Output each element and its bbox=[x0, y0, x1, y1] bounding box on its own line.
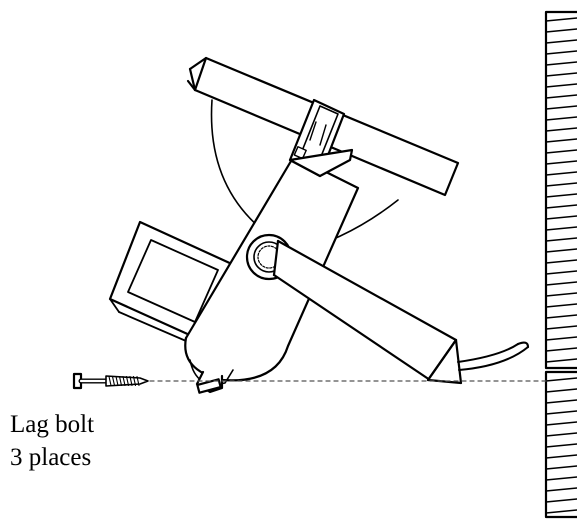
lag-bolt-callout: Lag bolt 3 places bbox=[10, 408, 94, 474]
mount-clamp bbox=[288, 98, 354, 178]
lamp-fixture-icon bbox=[108, 56, 530, 394]
power-cable bbox=[457, 341, 530, 371]
lag-bolt-icon bbox=[72, 372, 149, 390]
callout-line-2: 3 places bbox=[10, 444, 92, 471]
wall-hatch-icon bbox=[544, 10, 577, 519]
callout-line-1: Lag bolt bbox=[10, 411, 95, 438]
wall-bracket bbox=[272, 239, 463, 385]
